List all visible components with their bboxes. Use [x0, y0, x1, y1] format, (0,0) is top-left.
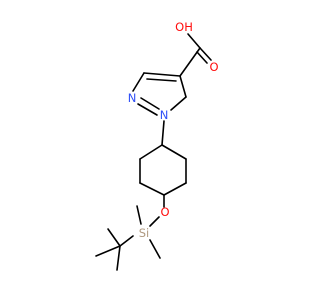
bond-o-si — [149, 216, 160, 227]
bond-c4-c3-inner — [146, 78, 177, 82]
atom-labels: OH O N N O Si — [128, 20, 219, 240]
label-silicon: Si — [139, 226, 150, 240]
label-pyrazole-n2: N — [128, 91, 137, 105]
bond-tbu-methyl-left — [95, 245, 121, 257]
bond-c4-c5 — [163, 182, 187, 196]
label-acid-hydroxyl: OH — [175, 20, 193, 34]
bond-si-methyl-up — [136, 205, 142, 225]
label-pyrazole-n1: N — [160, 108, 169, 122]
bond-n2-n1 — [137, 103, 158, 116]
bond-n2-n1-inner — [140, 97, 160, 110]
bond-c-o-double-b — [196, 51, 208, 64]
bond-n1-c5 — [170, 96, 187, 111]
bond-c-o-double-a — [199, 47, 212, 61]
bonds — [95, 33, 212, 271]
bond-tbu-methyl-up — [107, 228, 121, 247]
bond-c3-n2 — [132, 72, 145, 92]
bond-c4-c3 — [143, 72, 181, 77]
bond-c6-c1 — [161, 144, 187, 160]
bond-si-methyl-down — [149, 239, 161, 259]
bond-c5-c4 — [179, 75, 187, 98]
bond-c3-c4 — [139, 182, 165, 196]
molecule-structure-diagram: OH O N N O Si — [95, 20, 219, 271]
label-ether-oxygen: O — [160, 205, 169, 219]
bond-n1-c1 — [161, 120, 165, 146]
bond-c4-cooh — [179, 47, 201, 77]
label-acid-carbonyl: O — [209, 60, 218, 74]
bond-si-tbutyl — [119, 235, 134, 247]
bond-tbu-methyl-down — [116, 245, 121, 271]
bond-c1-c2 — [139, 144, 163, 160]
bond-c-oh — [187, 33, 201, 49]
